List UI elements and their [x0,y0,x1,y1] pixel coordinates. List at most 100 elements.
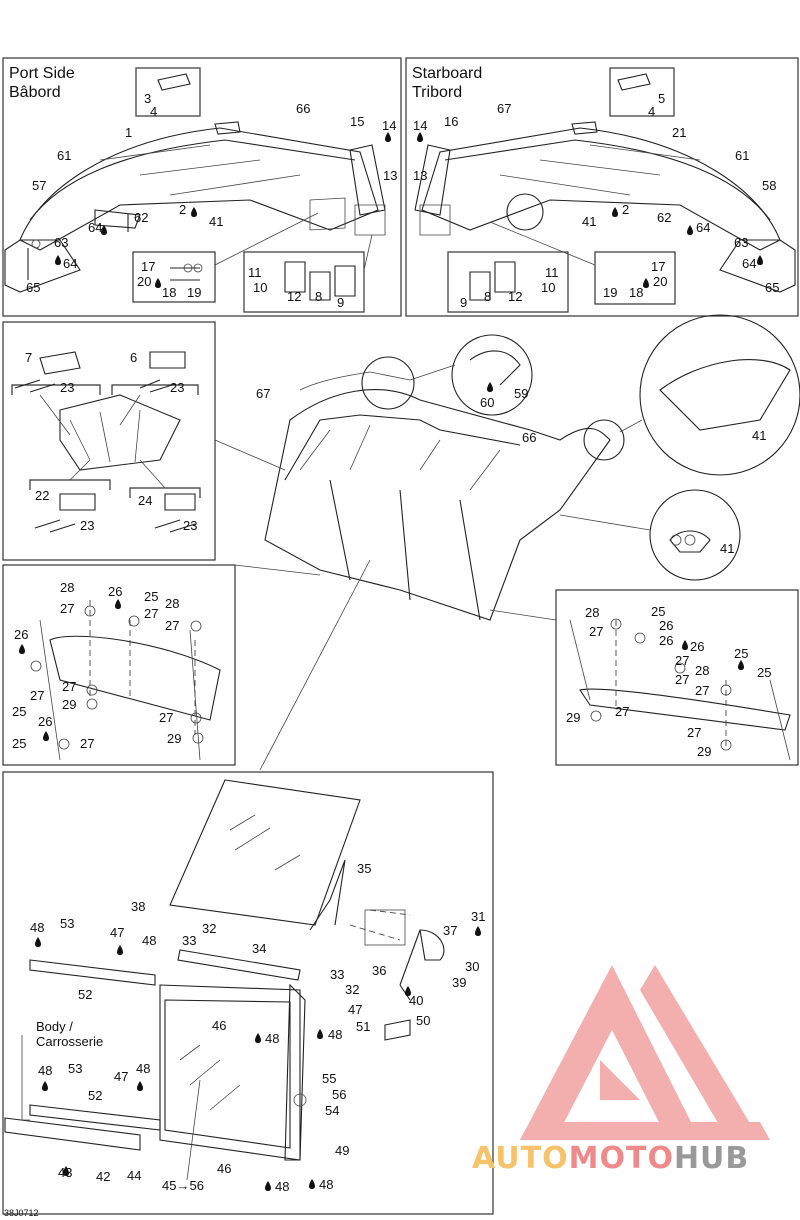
callout-b-29a: 29 [62,697,76,712]
callout-port-14: 14 [382,118,396,133]
callout-b-25a: 25 [144,589,158,604]
port-title-fr: Bâbord [9,84,61,101]
callout-d-36: 36 [372,963,386,978]
callout-cc-27c: 27 [675,672,689,687]
callout-d-37: 37 [443,923,457,938]
callout-cc-27a: 27 [589,624,603,639]
callout-b-27a: 27 [60,601,74,616]
callout-stb-64b: 64 [742,256,756,271]
watermark-moto: MOTO [569,1141,674,1176]
port-side-panel: Port Side Bâbord 3 4 66 1 15 14 13 6 [4,65,397,313]
callout-d-42: 42 [96,1169,110,1184]
callout-b-27c: 27 [165,618,179,633]
callout-stb-5: 5 [658,91,665,106]
callout-stb-64a: 64 [696,220,710,235]
body-label-fr: Carrosserie [36,1034,103,1049]
callout-cc-27d: 27 [695,683,709,698]
callout-stb-17: 17 [651,259,665,274]
callout-d-48c: 48 [328,1027,342,1042]
callout-b-26c: 26 [38,714,52,729]
callout-b-28b: 28 [165,596,179,611]
callout-port-17: 17 [141,259,155,274]
callout-d-48f: 48 [136,1061,150,1076]
callout-d-46a: 46 [212,1018,226,1033]
callout-d-44: 44 [127,1168,141,1183]
callout-d-53a: 53 [60,916,74,931]
callout-b-25b: 25 [12,704,26,719]
callout-port-12: 12 [287,289,301,304]
body-door-panel: 35 38 31 37 48 53 47 48 33 32 34 30 39 3… [4,779,485,1194]
callout-port-4: 4 [150,104,157,119]
callout-b-27g: 27 [80,736,94,751]
callout-d-48b: 48 [142,933,156,948]
callout-port-64a: 64 [88,220,102,235]
callout-d-56: 56 [332,1087,346,1102]
port-title-en: Port Side [9,65,75,82]
callout-d-54: 54 [325,1103,339,1118]
callout-port-65: 65 [26,280,40,295]
callout-a-23a: 23 [60,380,74,395]
callout-port-63: 63 [54,235,68,250]
callout-d-51: 51 [356,1019,370,1034]
callout-port-41: 41 [209,214,223,229]
callout-cc-27f: 27 [687,725,701,740]
panel-borders [2,57,799,1215]
callout-port-11: 11 [248,265,262,280]
callout-d-52b: 52 [88,1088,102,1103]
callout-d-38: 38 [131,899,145,914]
callout-stb-20: 20 [653,274,667,289]
watermark-triangle-base [520,1122,770,1140]
callout-d-30: 30 [465,959,479,974]
callout-stb-41: 41 [582,214,596,229]
callout-stb-9: 9 [460,295,467,310]
callout-port-66: 66 [296,101,310,116]
watermark-hub: HUB [674,1141,749,1176]
callout-d-47b: 47 [348,1002,362,1017]
connector-lines [214,439,557,771]
callout-port-19: 19 [187,285,201,300]
callout-cc-27b: 26 [659,633,673,648]
callout-cc-26c: 25 [734,646,748,661]
callout-d-47a: 47 [110,925,124,940]
callout-stb-18: 18 [629,285,643,300]
callout-c-41b: 41 [720,541,734,556]
callout-stb-11: 11 [545,265,559,280]
body-label-en: Body / [36,1019,73,1034]
starboard-title-fr: Tribord [412,84,462,101]
callout-cc-26b: 26 [690,639,704,654]
callout-cc-29a: 29 [566,710,580,725]
callout-stb-13: 13 [413,168,427,183]
callout-port-10: 10 [253,280,267,295]
callout-cc-25a: 25 [651,604,665,619]
watermark-triangle-logo [520,965,770,1140]
callout-port-62: 62 [134,210,148,225]
callout-port-20: 20 [137,274,151,289]
watermark-text: AUTOMOTOHUB [472,1141,749,1176]
callout-d-48h: 48 [319,1177,333,1192]
callout-stb-14: 14 [413,118,427,133]
callout-stb-2: 2 [622,202,629,217]
starboard-panel: Starboard Tribord 5 4 16 14 67 21 13 61 … [412,65,796,313]
callout-cc-28a: 28 [585,605,599,620]
callout-a-23b: 23 [170,380,184,395]
callout-port-3: 3 [144,91,151,106]
callout-port-9: 9 [337,295,344,310]
callout-b-28a: 28 [60,580,74,595]
callout-stb-8: 8 [484,289,491,304]
callout-d-50: 50 [416,1013,430,1028]
starboard-title-en: Starboard [412,65,482,82]
callout-b-29b: 29 [167,731,181,746]
callout-port-64b: 64 [63,256,77,271]
left-rail-detail-panel: 28 26 25 27 28 27 27 26 27 25 27 29 27 2… [12,580,221,761]
callout-stb-12: 12 [508,289,522,304]
callout-b-27f: 27 [159,710,173,725]
callout-d-48d: 48 [265,1031,279,1046]
callout-stb-61: 61 [735,148,749,163]
callout-stb-10: 10 [541,280,555,295]
callout-b-27d: 27 [30,688,44,703]
callout-d-40: 40 [409,993,423,1008]
callout-a-6: 6 [130,350,137,365]
callout-d-31: 31 [471,909,485,924]
callout-port-18: 18 [162,285,176,300]
